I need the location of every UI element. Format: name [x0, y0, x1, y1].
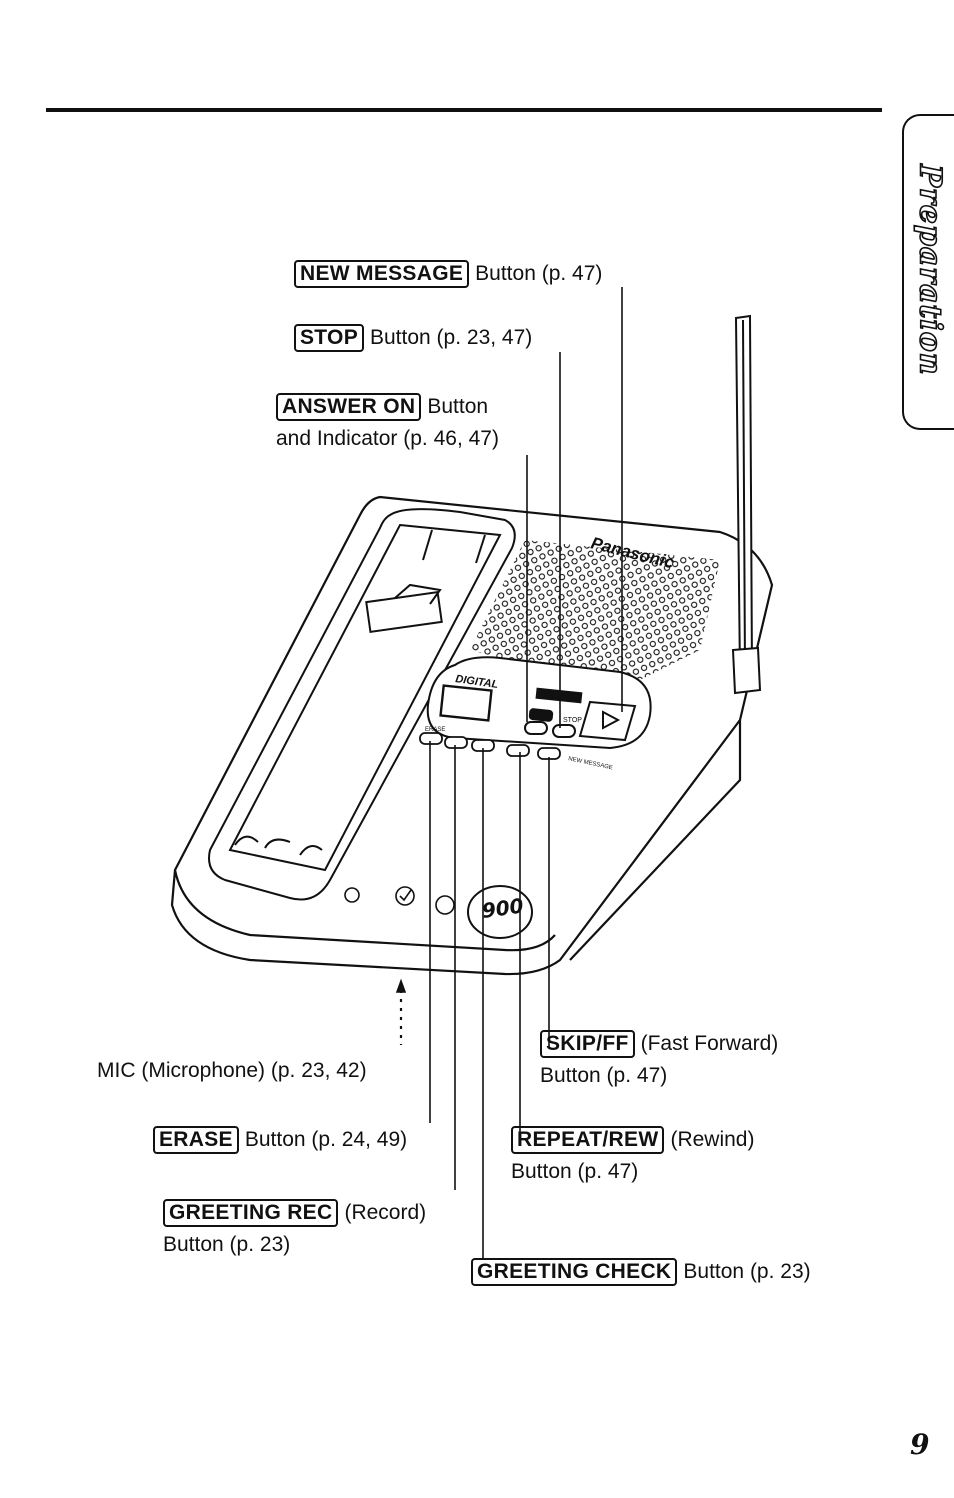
bottom-indicators	[344, 885, 533, 939]
greeting-rec-line2: Button (p. 23)	[163, 1233, 291, 1256]
greeting-check-key: GREETING CHECK	[471, 1258, 678, 1286]
answer-on-key: ANSWER ON	[276, 393, 422, 421]
new-message-text: Button (p. 47)	[475, 262, 603, 285]
answer-on-line2: and Indicator (p. 46, 47)	[276, 427, 499, 450]
repeat-rew-text: (Rewind)	[670, 1128, 755, 1151]
badge-900: 900	[480, 893, 525, 923]
new-message-key: NEW MESSAGE	[294, 260, 470, 288]
control-panel	[426, 656, 652, 750]
stop-key: STOP	[294, 324, 364, 352]
greeting-rec-text: (Record)	[344, 1201, 427, 1224]
callout-repeat-rew: REPEAT/REW(Rewind) Button (p. 47)	[511, 1124, 754, 1188]
skip-ff-line2: Button (p. 47)	[540, 1064, 668, 1087]
mic-text: MIC (Microphone) (p. 23, 42)	[97, 1059, 367, 1082]
greeting-check-text: Button (p. 23)	[683, 1260, 811, 1283]
repeat-rew-line2: Button (p. 47)	[511, 1160, 639, 1183]
callout-skip-ff: SKIP/FF(Fast Forward) Button (p. 47)	[540, 1028, 778, 1092]
callout-stop: STOP Button (p. 23, 47)	[294, 322, 532, 354]
front-button-row	[419, 732, 561, 760]
erase-key: ERASE	[153, 1126, 239, 1154]
top-rule	[46, 108, 882, 112]
skip-ff-key: SKIP/FF	[540, 1030, 635, 1058]
callout-mic: MIC (Microphone) (p. 23, 42)	[97, 1055, 367, 1087]
callout-greeting-rec: GREETING REC(Record) Button (p. 23)	[163, 1197, 426, 1261]
antenna	[731, 314, 762, 695]
section-tab[interactable]	[902, 114, 954, 430]
skip-ff-text: (Fast Forward)	[640, 1032, 779, 1055]
page-number: 9	[910, 1428, 930, 1461]
stop-key-label: STOP	[563, 717, 582, 724]
speaker-grille	[470, 540, 720, 690]
greeting-rec-key: GREETING REC	[163, 1199, 339, 1227]
erase-text: Button (p. 24, 49)	[244, 1128, 408, 1151]
digital-label: DIGITAL	[455, 673, 500, 691]
leader-lines	[395, 287, 623, 1258]
handset-cradle	[208, 508, 516, 901]
stop-text: Button (p. 23, 47)	[370, 326, 533, 349]
answer-on-text: Button	[427, 395, 489, 418]
repeat-rew-key: REPEAT/REW	[511, 1126, 665, 1154]
erase-tiny-label: ERASE	[425, 727, 445, 733]
